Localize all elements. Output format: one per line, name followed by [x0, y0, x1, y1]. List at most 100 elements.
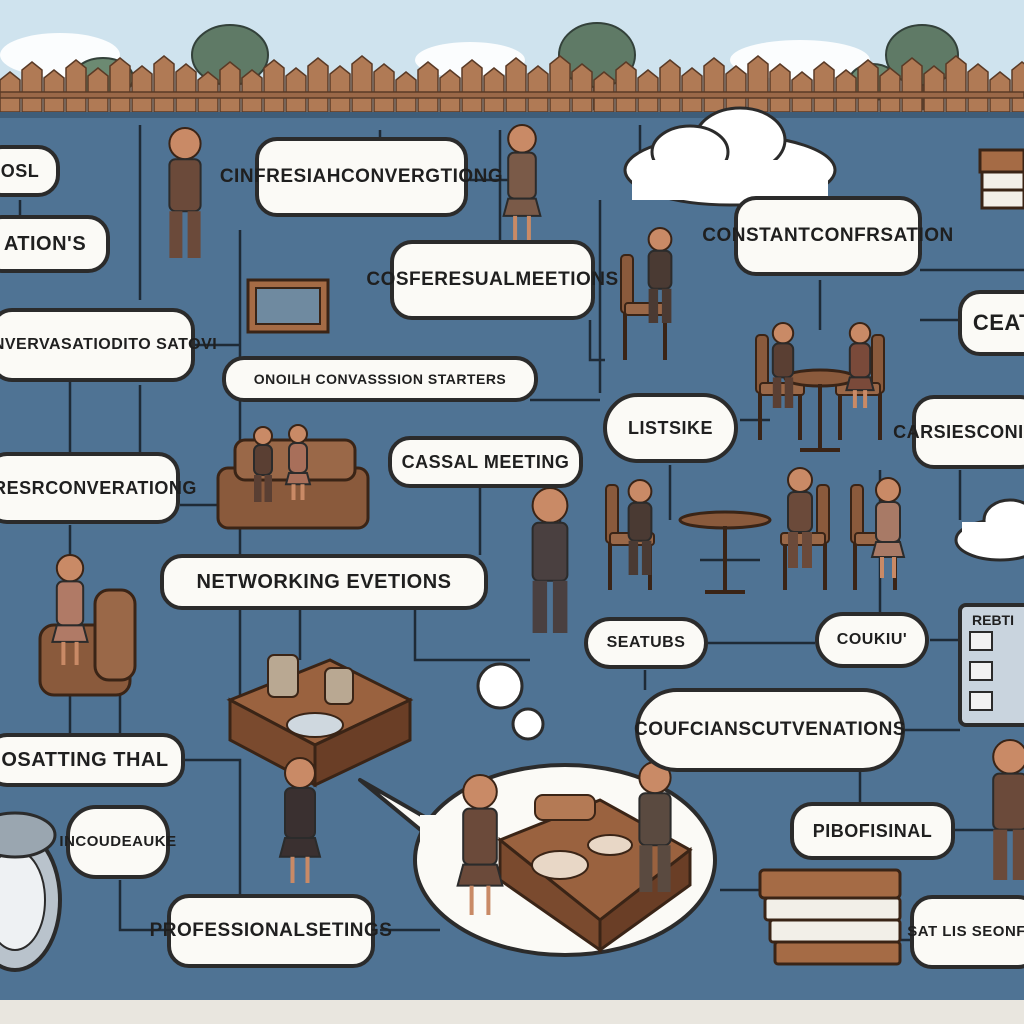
- bubble-starters: ONOILH CONVASSSION STARTERS: [222, 356, 538, 402]
- bubble-cinfresiah: CINFRESIAH CONVERGTIONG: [220, 137, 503, 217]
- person-figure: [284, 424, 312, 500]
- bubble-seatubs: SEATUBS: [584, 617, 708, 669]
- fence-picket: [439, 69, 461, 113]
- fence-picket: [1011, 61, 1024, 113]
- fence-picket: [857, 59, 879, 113]
- bubble-networking: NETWORKING EVETIONS: [160, 554, 488, 610]
- fence-picket: [417, 61, 439, 113]
- fence-picket: [703, 57, 725, 113]
- fence-picket: [175, 63, 197, 113]
- fence-picket: [461, 59, 483, 113]
- thought-dot: [476, 662, 524, 710]
- fence-picket: [527, 65, 549, 113]
- bubble-carsies: CARSIES CONISPA: [893, 395, 1024, 469]
- picture-frame-icon: [246, 278, 330, 334]
- fence-picket: [329, 65, 351, 113]
- fence-picket: [879, 67, 901, 113]
- bubble-coufcian: COUFCIAN SCUTVENATIONS: [634, 688, 905, 772]
- person-figure: [638, 761, 672, 892]
- bubble-professional-settings: PROFESSIONAL SETINGS: [150, 894, 392, 968]
- bubble-ations: ATION'S: [0, 215, 110, 273]
- person-figure: [647, 227, 673, 323]
- bubble-cosferesual: COSFERESUAL MEETIONS: [366, 240, 618, 320]
- fence-picket: [351, 55, 373, 113]
- person-figure: [278, 757, 322, 883]
- fence-picket: [241, 69, 263, 113]
- fence-picket: [263, 59, 285, 113]
- thought-dot: [511, 707, 545, 741]
- bubble-constant: CONSTANT CONFRSATION: [702, 196, 953, 276]
- fence-picket: [681, 67, 703, 113]
- fence-picket: [967, 63, 989, 113]
- fence-picket: [483, 67, 505, 113]
- bubble-ceat: CEAT: [958, 290, 1024, 356]
- screen-panel-icon: [958, 603, 1024, 727]
- person-figure: [531, 487, 569, 633]
- fence-picket: [769, 63, 791, 113]
- bubble-pibofisinal: PIBOFISINAL: [790, 802, 955, 860]
- chair-icon: [755, 334, 805, 440]
- fence-picket: [835, 69, 857, 113]
- fence-picket: [109, 57, 131, 113]
- fence-picket: [285, 67, 307, 113]
- cloud-icon: [954, 498, 1024, 562]
- person-figure: [253, 426, 273, 502]
- connector-line: [185, 758, 242, 895]
- clock-icon: [0, 811, 62, 972]
- furniture-group: [605, 254, 900, 594]
- fence-picket: [571, 63, 593, 113]
- fence-picket: [747, 55, 769, 113]
- person-figure: [992, 739, 1024, 880]
- fence-picket: [813, 61, 835, 113]
- fence-picket: [43, 69, 65, 113]
- round-table-icon: [783, 368, 857, 452]
- person-figure: [502, 124, 542, 240]
- person-figure: [845, 322, 875, 408]
- bubble-casual-meeting: CASSAL MEETING: [388, 436, 583, 488]
- fence-picket: [65, 59, 87, 113]
- fence-picket: [373, 63, 395, 113]
- fence-picket: [21, 61, 43, 113]
- bubble-incoud: INCOUD EAUKE: [59, 805, 176, 879]
- fence-picket: [659, 59, 681, 113]
- bubble-osatting: OSATTING THAL: [0, 733, 185, 787]
- fence-picket: [637, 69, 659, 113]
- screen-title: REBTI: [972, 612, 1014, 628]
- sky-cloud: [415, 42, 525, 78]
- person-figure: [51, 554, 89, 665]
- person-figure: [168, 127, 202, 258]
- fence-picket: [505, 57, 527, 113]
- person-figure: [870, 477, 906, 578]
- bubble-osl: OSL: [0, 145, 60, 197]
- person-figure: [627, 479, 653, 575]
- fence-picket: [87, 67, 109, 113]
- person-figure: [787, 467, 813, 568]
- fence: [0, 55, 1024, 113]
- person-figure: [456, 774, 504, 915]
- bubble-seresr: SERESR CONVERATIONG: [0, 452, 196, 524]
- bubble-listsike: LISTSIKE: [603, 393, 738, 463]
- person-figure: [771, 322, 795, 408]
- books-icon: [758, 868, 902, 966]
- connector-line: [413, 610, 530, 662]
- round-table-icon: [678, 510, 772, 594]
- bubble-sat-lis: SAT LIS SE ONFIG: [907, 895, 1024, 969]
- fence-picket: [153, 55, 175, 113]
- fence-picket: [901, 57, 923, 113]
- bubble-conversatiodi: CONVERVASATIODI TO SATOVI: [0, 308, 217, 382]
- fence-picket: [219, 61, 241, 113]
- fence-picket: [131, 65, 153, 113]
- connector-line: [118, 880, 170, 932]
- fence-picket: [945, 55, 967, 113]
- fence-picket: [549, 55, 571, 113]
- fence-picket: [615, 61, 637, 113]
- fence-picket: [725, 65, 747, 113]
- books-icon: [978, 148, 1024, 210]
- people-group: [51, 124, 1024, 915]
- cloud-icon: [623, 106, 837, 207]
- table-with-plates-icon: [226, 654, 414, 788]
- bubble-coukiu: COUKIU': [815, 612, 929, 668]
- fence-picket: [307, 57, 329, 113]
- fence-picket: [923, 65, 945, 113]
